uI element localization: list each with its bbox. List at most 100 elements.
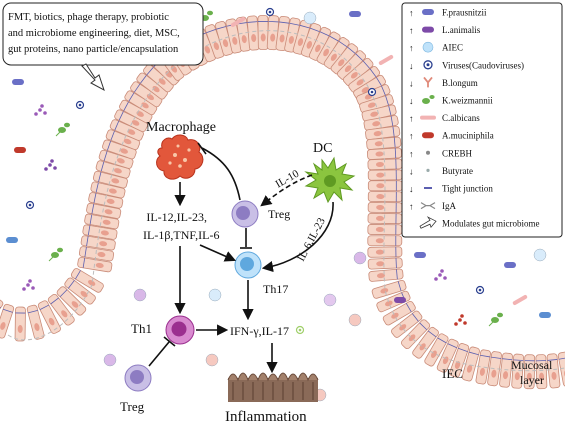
epithelial-cell [363, 115, 399, 131]
microbe-icon [512, 295, 528, 305]
mucus-boundary-line [7, 30, 565, 372]
epithelial-cell [236, 16, 251, 52]
epithelial-cell [557, 351, 565, 387]
treg-cell-upper [231, 200, 259, 228]
microbe-icon [378, 55, 394, 65]
epithelial-cell [275, 15, 290, 52]
epithelial-cell [86, 202, 122, 219]
inhibit-bar-macrophage [197, 142, 207, 155]
microbe-icon [103, 353, 117, 367]
epithelial-cell [143, 64, 174, 93]
epithelial-cell [382, 301, 416, 326]
epithelial-cell [225, 18, 243, 54]
light-blue-coccus-icon [422, 41, 434, 53]
legend-item: ↑CREBH [409, 148, 473, 159]
legend-arrow: ↑ [409, 131, 414, 141]
epithelial-cell [367, 201, 403, 214]
iec-label: IEC [442, 366, 463, 381]
legend-label: Viruses(Caudoviruses) [442, 60, 524, 70]
butyrate-dot-icon [426, 168, 430, 172]
epithelial-cell [367, 180, 403, 192]
epithelial-cell [78, 246, 115, 262]
microbe-icon [303, 11, 317, 25]
epithelial-cell [523, 354, 536, 390]
microbe-icon [230, 17, 246, 27]
epithelial-cell [535, 354, 548, 390]
microbe-icon [14, 147, 26, 153]
legend-item: ↑F.prausnitzii [409, 8, 487, 19]
legend-arrow: ↑ [409, 202, 414, 212]
callout-outline-arrow-icon [81, 63, 105, 92]
microbe-icon [434, 269, 447, 281]
th17-cell [234, 251, 262, 279]
legend-item: ↑AIEC [409, 41, 463, 53]
microbe-icon [25, 200, 35, 210]
microbe-icon [349, 11, 361, 17]
legend-label: A.muciniphila [442, 131, 494, 141]
microbe-icon [48, 247, 63, 262]
microbe-icon [367, 87, 377, 97]
virus-icon [423, 60, 433, 70]
epithelial-cell [367, 158, 403, 171]
pink-hypha-icon [420, 115, 436, 120]
iga-icon [420, 202, 436, 210]
legend-label: Butyrate [442, 166, 473, 176]
macrophage-cell [156, 134, 204, 180]
dc-label: DC [313, 141, 332, 156]
epithelial-cell [82, 224, 118, 240]
legend-item: ↑ L.animalis [409, 25, 481, 36]
arrow-cytokines-th17 [199, 244, 237, 262]
treg-cell-lower [124, 364, 152, 392]
epithelial-cell [56, 286, 87, 316]
legend-arrow: ↓ [409, 96, 414, 106]
legend-arrow: ↑ [409, 26, 414, 36]
therapy-callout: FMT, biotics, phage therapy, probiotic a… [2, 2, 204, 92]
arrow-dc-th17-il6 [261, 201, 334, 273]
microbe-icon [323, 293, 337, 307]
legend-arrow: ↓ [409, 78, 414, 88]
red-rod-icon [422, 132, 434, 139]
inhibit-bar-th1 [163, 336, 176, 347]
legend-label: K.weizmannii [442, 96, 493, 106]
microbe-icon [539, 312, 551, 318]
treg-upper-label: Treg [268, 207, 290, 221]
microbe-icon [75, 100, 85, 110]
microbe-icon [22, 279, 35, 291]
legend-item: ↑C.albicans [409, 113, 480, 124]
microbe-icon [414, 252, 426, 258]
legend-item: ↓Tight junction [409, 184, 493, 195]
microbe-icon [475, 285, 485, 295]
treg-lower-label: Treg [120, 399, 145, 414]
signal-arrows [148, 142, 334, 374]
legend-item: ↑IgA [409, 201, 456, 212]
microbe-icon [55, 122, 70, 137]
microbe-icon [348, 313, 362, 327]
legend-label: L.animalis [442, 25, 481, 35]
inflamed-tissue [227, 372, 319, 402]
microbe-icon [394, 297, 406, 303]
microbe-icon [6, 237, 18, 243]
legend-arrow: ↓ [409, 61, 414, 71]
epithelial-cell [367, 246, 403, 258]
luminal-microbes [6, 7, 551, 402]
epithelial-cell [368, 268, 404, 282]
legend-arrow: ↓ [409, 166, 414, 176]
legend-arrow: ↑ [409, 8, 414, 18]
cytokines-line-1: IL-12,IL-23, [146, 210, 207, 224]
microbe-icon [205, 353, 219, 367]
epithelial-cell [546, 353, 561, 389]
epithelial-cell [124, 90, 158, 116]
epithelial-cell [84, 213, 120, 230]
legend-item: ↓ K.weizmannii [409, 95, 493, 106]
epithelial-cell [0, 303, 15, 339]
blue-rod-icon [422, 9, 434, 15]
small-dot-icon [426, 150, 430, 155]
epithelial-cell [365, 125, 401, 141]
epithelial-cell [14, 306, 26, 342]
legend-item: ↑ A.muciniphila [409, 131, 494, 142]
outline-arrow-icon [419, 216, 437, 229]
microbe-icon [44, 159, 57, 171]
epithelial-cell [130, 81, 163, 108]
th1-cell [165, 315, 195, 345]
legend-label: B.longum [442, 78, 478, 88]
